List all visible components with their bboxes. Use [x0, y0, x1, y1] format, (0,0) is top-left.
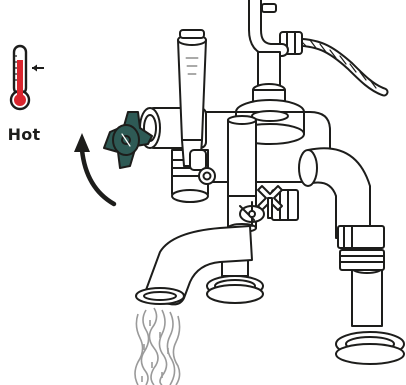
counterclockwise-arrow-icon — [74, 133, 117, 207]
thermometer-icon — [9, 44, 31, 111]
hot-label: Hot — [7, 125, 41, 144]
water-stream — [134, 307, 181, 385]
hand-shower — [177, 29, 216, 185]
hot-handle[interactable] — [103, 111, 153, 169]
front-leg — [335, 262, 405, 365]
shower-hose — [279, 31, 389, 97]
spout — [135, 225, 253, 306]
level-pointer-arrow-icon — [32, 64, 44, 72]
right-elbow — [298, 147, 385, 271]
shower-riser — [248, 0, 289, 112]
cold-handle — [239, 185, 299, 227]
bath-shower-mixer-tap — [103, 0, 405, 365]
